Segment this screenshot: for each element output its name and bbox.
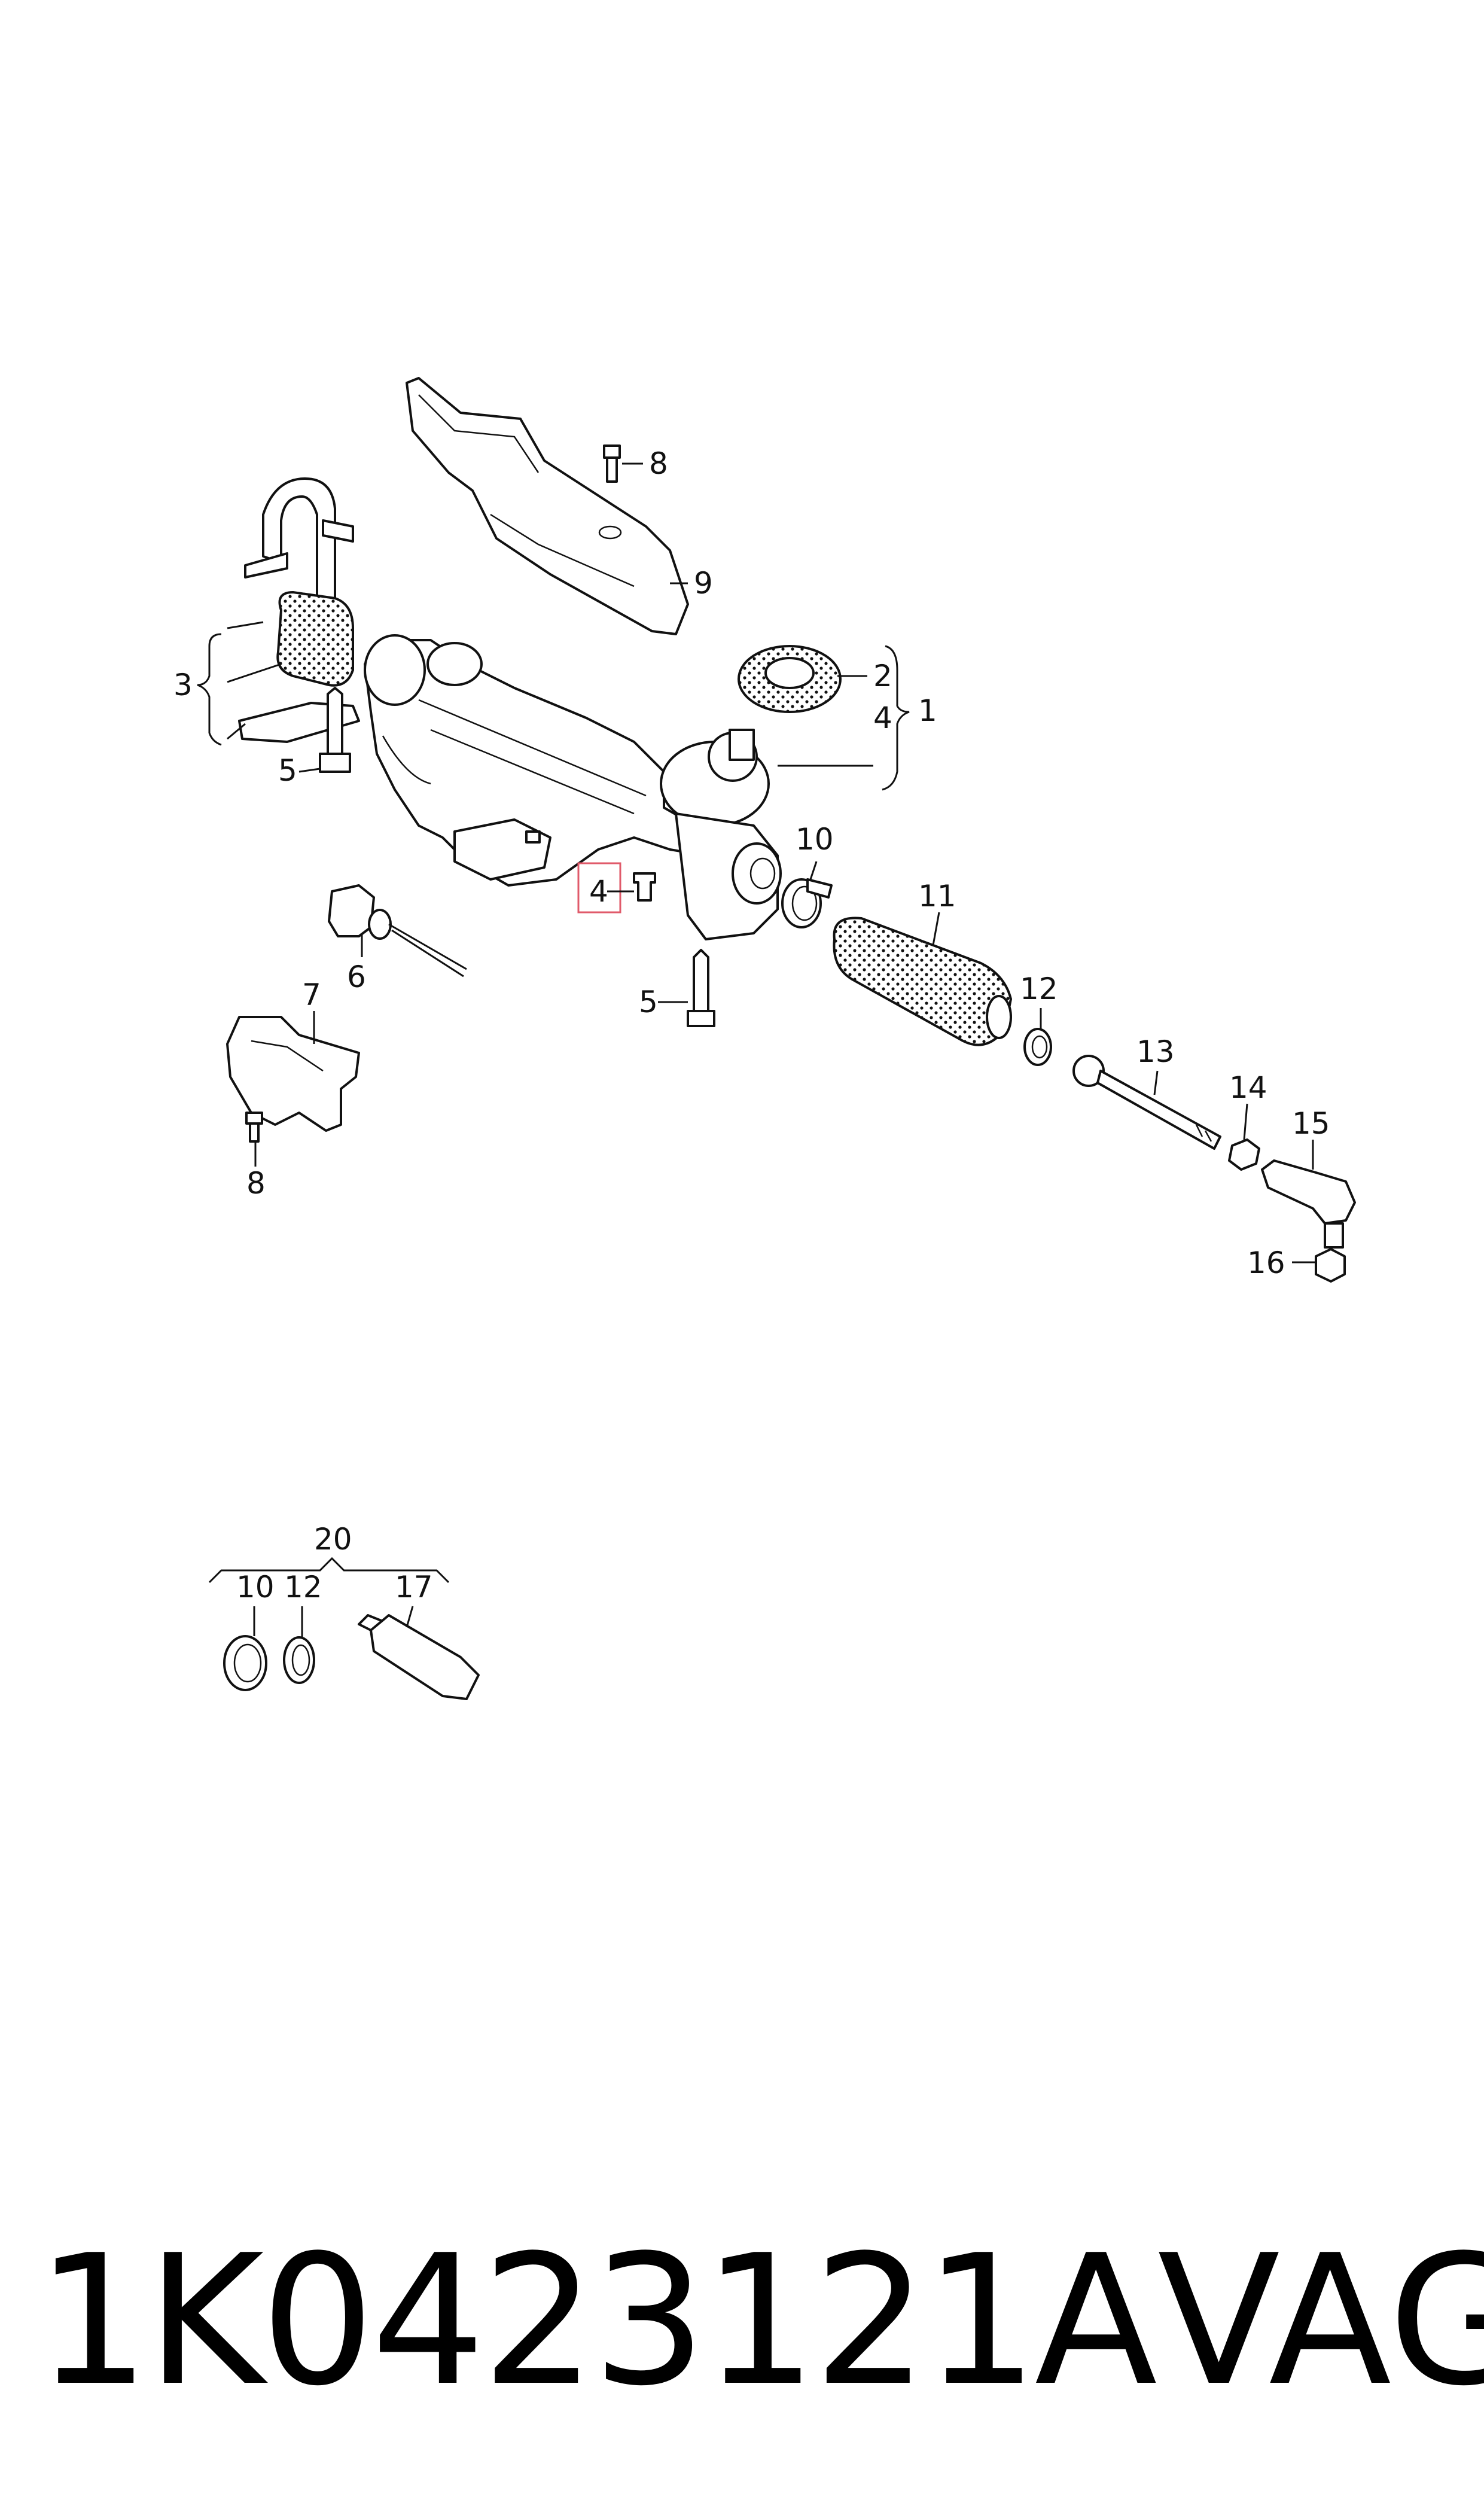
callout-16: 16 bbox=[1247, 1246, 1285, 1280]
kit-callout-20: 20 bbox=[314, 1522, 352, 1557]
tie-rod-end-part-15 bbox=[1261, 1159, 1356, 1249]
plug-part-4-highlighted bbox=[577, 862, 656, 914]
kit-part-20 bbox=[208, 1557, 480, 1700]
kit-callout-10: 10 bbox=[236, 1570, 275, 1604]
bolt-part-5-left bbox=[319, 687, 351, 773]
callout-9: 9 bbox=[694, 566, 713, 601]
kit-callout-12: 12 bbox=[284, 1570, 322, 1604]
nut-part-14 bbox=[1228, 1138, 1260, 1171]
callout-7: 7 bbox=[302, 978, 321, 1012]
tie-rod-part-13 bbox=[1072, 1055, 1221, 1150]
steering-rack-body bbox=[364, 634, 707, 887]
bolt-part-8-bottom bbox=[245, 1112, 263, 1143]
gear-housing-part-4-assembly bbox=[660, 729, 782, 940]
clamp-part-12 bbox=[1023, 1028, 1052, 1066]
callout-5-left: 5 bbox=[278, 753, 297, 788]
nut-part-16 bbox=[1315, 1248, 1346, 1283]
clamp-part-10 bbox=[781, 878, 833, 928]
callout-4-top: 4 bbox=[873, 701, 892, 735]
callout-15: 15 bbox=[1292, 1106, 1330, 1141]
callout-8-top: 8 bbox=[649, 446, 668, 481]
cover-part-7 bbox=[226, 1016, 360, 1132]
leader-lines bbox=[197, 462, 1316, 1637]
bolt-part-8-top bbox=[603, 444, 621, 483]
part-number: 1K0423121A bbox=[36, 2216, 1157, 2425]
caption: 1K0423121A VAG bbox=[36, 2213, 1484, 2429]
brand-name: VAG bbox=[1157, 2216, 1484, 2425]
callout-11: 11 bbox=[918, 879, 956, 914]
gear-ring-part-2 bbox=[738, 645, 842, 713]
callout-13: 13 bbox=[1136, 1034, 1175, 1069]
callout-8-bottom: 8 bbox=[246, 1166, 266, 1201]
kit-callout-17: 17 bbox=[395, 1570, 433, 1604]
bolt-part-5-bottom bbox=[687, 949, 715, 1027]
sensor-part-6 bbox=[328, 884, 467, 978]
callout-1: 1 bbox=[918, 693, 937, 728]
parts-diagram: 1 2 4 3 5 8 9 4 5 6 7 8 10 11 12 13 14 1… bbox=[173, 377, 1356, 1700]
callout-5-bottom: 5 bbox=[639, 985, 658, 1019]
bellows-part-11 bbox=[833, 917, 1013, 1046]
heat-shield-part-9 bbox=[406, 377, 689, 635]
callout-3: 3 bbox=[173, 668, 193, 702]
callout-6: 6 bbox=[347, 960, 366, 994]
callout-12: 12 bbox=[1020, 972, 1058, 1006]
callout-2: 2 bbox=[873, 659, 892, 693]
callout-14: 14 bbox=[1229, 1070, 1267, 1105]
callout-10: 10 bbox=[796, 822, 834, 857]
callout-labels: 1 2 4 3 5 8 9 4 5 6 7 8 10 11 12 13 14 1… bbox=[173, 446, 1330, 1604]
callout-4-highlighted: 4 bbox=[589, 874, 608, 909]
